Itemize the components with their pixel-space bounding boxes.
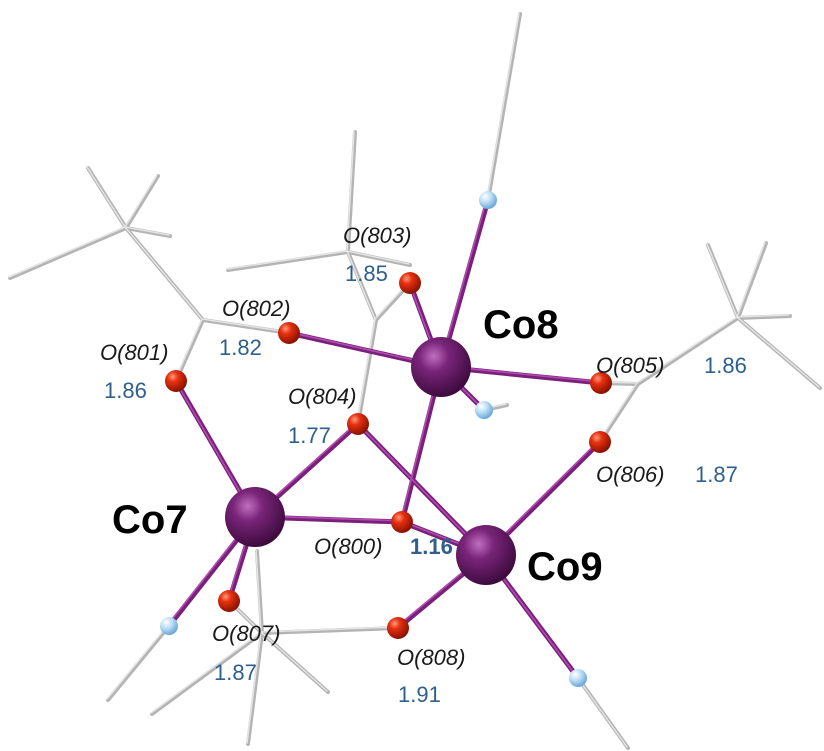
co7-label: Co7 [112,498,188,542]
o802-atom [278,322,300,344]
ligand-bond-highlight [356,318,376,424]
o801-distance: 1.86 [104,378,147,403]
o802-label: O(802) [222,296,290,321]
co8-label: Co8 [483,303,559,347]
ligand-bond [356,318,378,426]
ligand-bond [124,226,172,238]
ligand-bond-highlight [736,316,820,388]
atom-labels: Co8 Co7 Co9 O(803) 1.85 O(802) 1.82 O(80… [100,223,747,707]
co8-atom [411,337,471,397]
ligand-bond [8,226,128,280]
co7-atom [225,487,285,547]
ligand-bond [736,314,792,320]
ligand-bond [260,626,400,635]
ligand-bond-highlight [8,226,126,278]
o804-distance: 1.77 [288,423,331,448]
ligand-bond [246,631,264,746]
ligand-bond-highlight [174,318,203,381]
ligand-bond-highlight [636,316,738,384]
co9-atom [456,525,516,585]
ligand-bond-highlight [246,631,262,744]
ligand-bond [346,250,412,267]
o803-label: O(803) [343,223,411,248]
ligand-bond-highlight [124,174,158,228]
ligand-bond-highlight [576,676,628,748]
ligand-bond [486,12,522,202]
o803-distance: 1.85 [345,261,388,286]
ligand-framework [8,12,822,750]
nitrogen-atom [569,669,587,687]
o806-distance: 1.87 [695,462,738,487]
ligand-bond [201,318,291,335]
cobalt-bond-highlight [355,421,486,555]
ligand-bond-highlight [736,241,766,318]
co9-label: Co9 [527,545,603,589]
o800-distance: 1.16 [410,534,453,559]
ligand-bond-highlight [201,318,289,333]
o803-atom [399,272,421,294]
ligand-bond [598,382,640,444]
nitrogen-atom [160,617,178,635]
o802-distance: 1.82 [219,335,262,360]
ligand-bond-highlight [260,626,398,633]
nitrogen-atom [475,401,493,419]
o806-atom [589,431,611,453]
ligand-bond [124,174,160,230]
ligand-bond-highlight [346,130,355,252]
ligand-bond [174,318,205,383]
ligand-bond-highlight [346,250,376,320]
o800-label: O(800) [314,534,382,559]
ligand-bond [255,549,264,635]
ligand-bond-highlight [346,250,410,265]
ligand-bond-highlight [86,166,126,228]
o800-atom [391,511,413,533]
nitrogen-atom [479,191,497,209]
ligand-bond [636,316,740,386]
ligand-bond-highlight [255,549,262,633]
ligand-bond-highlight [124,226,203,320]
ligand-bond-highlight [486,12,520,200]
o808-label: O(808) [397,645,465,670]
o807-atom [218,590,240,612]
o808-atom [387,617,409,639]
ligand-bond-highlight [150,631,262,714]
ligand-bond [150,631,264,716]
o805-distance: 1.86 [704,353,747,378]
ligand-bond-highlight [736,314,790,318]
o807-distance: 1.87 [214,660,257,685]
o806-label: O(806) [596,462,664,487]
ligand-bond-highlight [706,243,738,318]
o807-label: O(807) [212,621,280,646]
ligand-bond [346,130,357,254]
o804-atom [347,413,369,435]
ligand-bond-highlight [598,382,638,442]
ligand-bond-highlight [226,250,348,270]
o801-atom [165,370,187,392]
o805-atom [590,372,612,394]
atom-spheres [160,191,612,687]
o808-distance: 1.91 [398,682,441,707]
ligand-bond [736,241,768,320]
o801-label: O(801) [100,340,168,365]
ligand-bond [106,624,171,702]
ligand-bond-highlight [260,631,328,692]
ligand-bond [226,250,350,272]
ligand-bond-highlight [106,624,169,700]
o804-label: O(804) [288,384,356,409]
o805-label: O(805) [596,353,664,378]
ligand-bond-highlight [124,226,170,236]
